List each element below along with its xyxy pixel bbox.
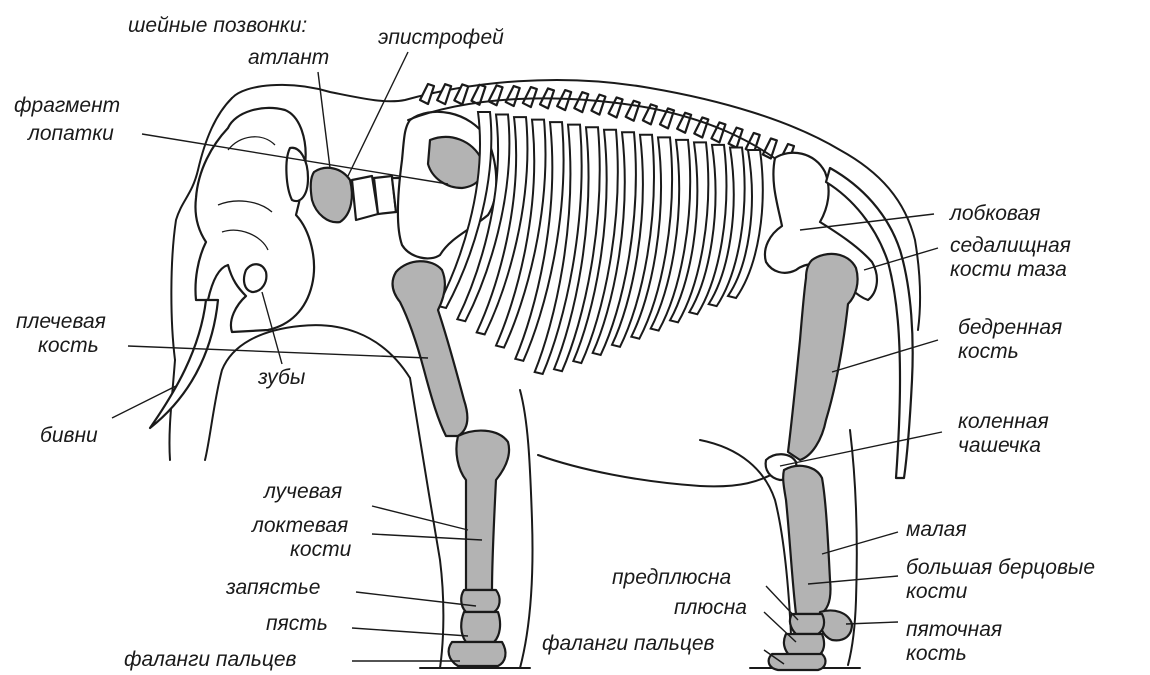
label-hind-phalanges: фаланги пальцев bbox=[542, 632, 715, 655]
belly-outline bbox=[538, 455, 780, 486]
label-humerus-2: кость bbox=[38, 334, 99, 357]
front-leg-bones bbox=[393, 261, 510, 666]
femur-bone bbox=[788, 254, 858, 460]
spinal-process bbox=[557, 90, 571, 110]
spinal-process bbox=[609, 97, 623, 117]
label-metacarpus: пясть bbox=[266, 612, 328, 635]
carpus-bone bbox=[461, 590, 499, 612]
tusk bbox=[150, 300, 218, 428]
leader-atlas bbox=[318, 72, 330, 168]
label-ulna-2: кости bbox=[290, 538, 352, 561]
skull-teeth bbox=[244, 264, 266, 292]
spinal-process bbox=[489, 85, 503, 105]
leader-carpus bbox=[356, 592, 476, 606]
label-tarsus: предплюсна bbox=[612, 566, 731, 589]
spinal-process bbox=[454, 84, 468, 104]
label-metatarsus: плюсна bbox=[674, 596, 747, 619]
metatarsus-bone bbox=[784, 634, 824, 656]
label-patella-1: коленная bbox=[958, 410, 1049, 433]
spinal-process bbox=[506, 86, 520, 106]
label-patella-2: чашечка bbox=[958, 434, 1041, 457]
hind-phalanges-bone bbox=[769, 654, 826, 670]
label-tibia-1: большая берцовые bbox=[906, 556, 1095, 579]
front-leg-outline bbox=[205, 325, 410, 460]
spinal-process bbox=[523, 87, 537, 107]
label-femur-2: кость bbox=[958, 340, 1019, 363]
front-leg-back-outline bbox=[520, 390, 533, 668]
label-humerus-1: плечевая bbox=[16, 310, 106, 333]
leader-metacarpus bbox=[352, 628, 468, 636]
radius-ulna-bone bbox=[456, 431, 509, 590]
label-ulna-1: локтевая bbox=[251, 514, 348, 537]
label-atlas: атлант bbox=[248, 46, 329, 69]
label-calcaneus-1: пяточная bbox=[906, 618, 1002, 641]
label-radius: лучевая bbox=[263, 480, 342, 503]
label-calcaneus-2: кость bbox=[906, 642, 967, 665]
label-fibula: малая bbox=[906, 518, 967, 541]
label-ischial-2: кости таза bbox=[950, 258, 1067, 281]
label-tusks: бивни bbox=[40, 424, 98, 447]
spinal-process bbox=[591, 95, 605, 115]
leader-radius bbox=[372, 506, 468, 530]
label-scapula-fragment-2: лопатки bbox=[27, 122, 114, 145]
leader-femur bbox=[832, 340, 938, 372]
label-teeth: зубы bbox=[257, 366, 306, 389]
label-cervical: шейные позвонки: bbox=[128, 14, 307, 37]
label-pubic: лобковая bbox=[949, 202, 1040, 225]
tibia-fibula-bone bbox=[783, 466, 830, 614]
label-axis: эпистрофей bbox=[378, 26, 504, 49]
spinal-process bbox=[420, 84, 434, 104]
label-femur-1: бедренная bbox=[958, 316, 1062, 339]
label-carpus: запястье bbox=[225, 576, 320, 599]
spinal-process bbox=[437, 84, 451, 104]
label-scapula-fragment-1: фрагмент bbox=[14, 94, 120, 117]
atlas-vertebra bbox=[311, 168, 352, 222]
metacarpus-bone bbox=[461, 612, 500, 642]
ribcage bbox=[438, 112, 763, 374]
leader-fibula bbox=[822, 532, 898, 554]
label-ischial-1: седалищная bbox=[950, 234, 1071, 257]
label-tibia-2: кости bbox=[906, 580, 968, 603]
front-phalanges-bone bbox=[449, 642, 506, 666]
label-front-phalanges: фаланги пальцев bbox=[124, 648, 297, 671]
spinal-process bbox=[574, 92, 588, 112]
hind-leg-bones bbox=[766, 254, 858, 670]
skull-cranium bbox=[195, 108, 314, 332]
leader-axis bbox=[348, 52, 408, 176]
